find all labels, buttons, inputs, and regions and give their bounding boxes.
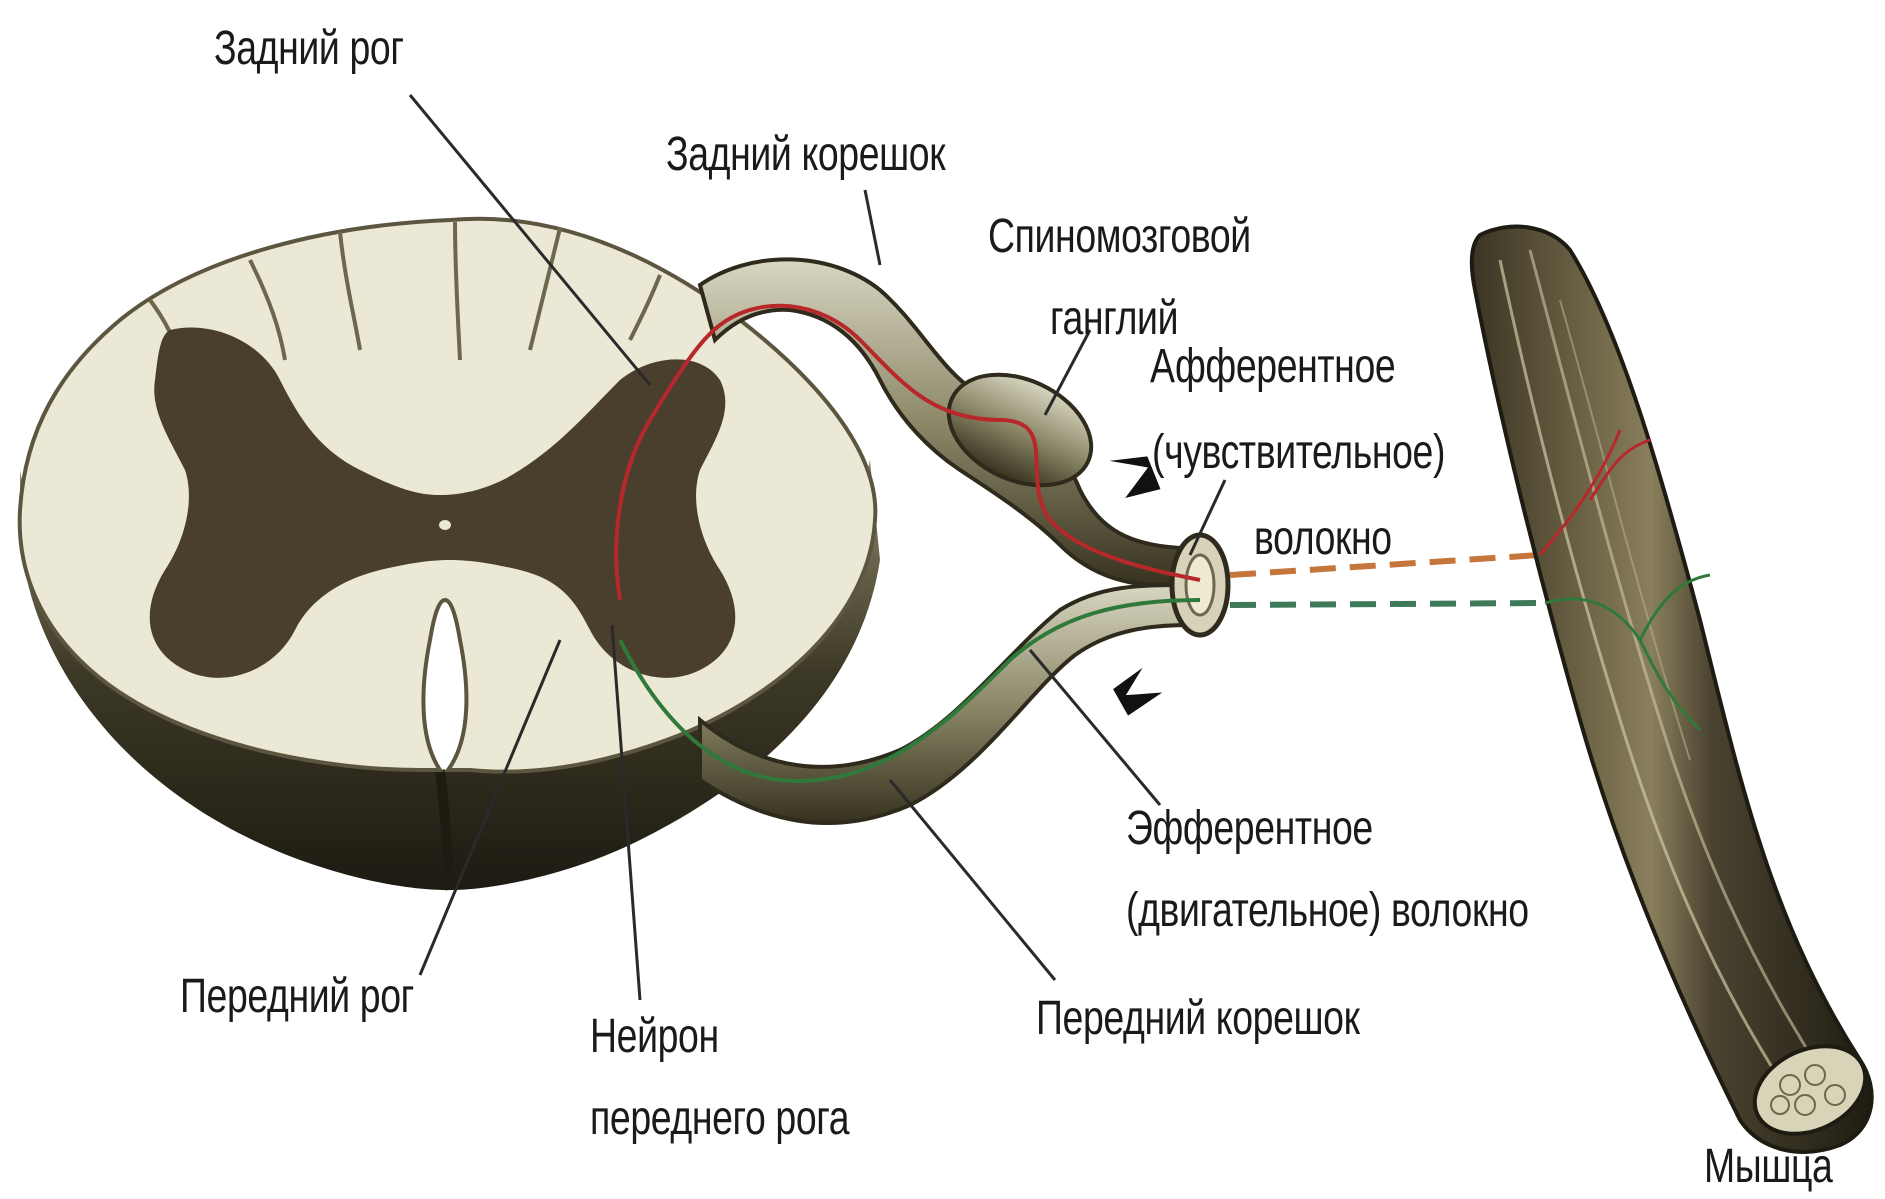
label-motor-neuron-line2: переднего рога <box>590 1090 849 1148</box>
label-motor-neuron-line1: Нейрон <box>590 1008 719 1066</box>
leader-dorsal-root <box>865 190 880 265</box>
efferent-dashed-fiber <box>1230 603 1545 605</box>
leader-ventral-root <box>890 780 1055 980</box>
label-dorsal-horn: Задний рог <box>214 20 404 78</box>
label-afferent-fiber-line1: Афферентное <box>1150 338 1395 396</box>
label-muscle: Мышца <box>1704 1138 1832 1196</box>
label-efferent-fiber-line1: Эфферентное <box>1126 800 1373 858</box>
label-efferent-fiber-line2: (двигательное) волокно <box>1126 882 1529 940</box>
efferent-arrow-icon <box>1110 664 1166 717</box>
label-afferent-fiber-line3: волокно <box>1254 510 1392 568</box>
label-dorsal-root: Задний корешок <box>666 126 945 184</box>
label-afferent-fiber-line2: (чувствительное) <box>1152 424 1445 482</box>
label-ventral-horn: Передний рог <box>180 968 414 1026</box>
spinal-nerve-end <box>1172 535 1228 635</box>
leader-efferent-fiber <box>1030 650 1160 805</box>
label-spinal-ganglion-line1: Спиномозговой <box>988 208 1251 266</box>
muscle-illustration <box>1472 227 1880 1152</box>
label-ventral-root: Передний корешок <box>1036 990 1360 1048</box>
